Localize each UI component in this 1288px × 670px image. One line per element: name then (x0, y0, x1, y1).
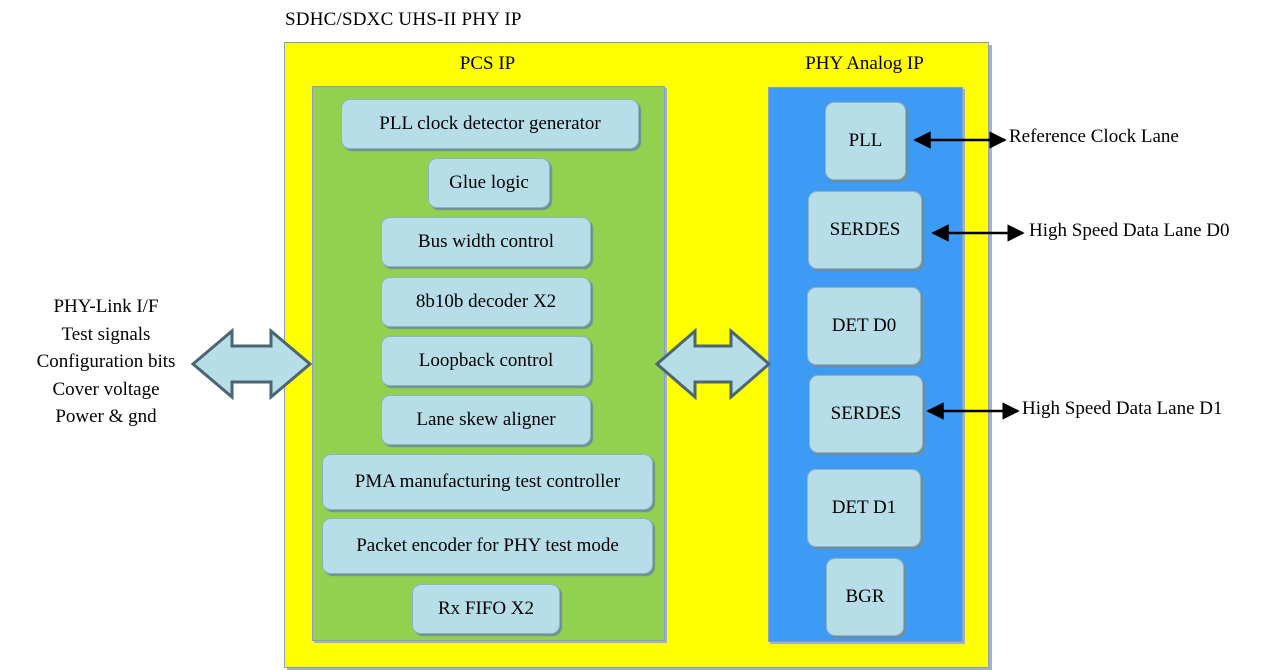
pcs-analog-double-arrow (654, 327, 772, 401)
ref-clock-lane-label: Reference Clock Lane (1009, 126, 1179, 147)
left-label-cover-voltage: Cover voltage (52, 378, 160, 400)
pcs-block-8b10b-decoder: 8b10b decoder X2 (381, 277, 591, 327)
analog-block-serdes-d0: SERDES (808, 191, 922, 269)
data-lane-d1-label: High Speed Data Lane D1 (1022, 398, 1223, 419)
pcs-block-bus-width-control: Bus width control (381, 217, 591, 267)
analog-block-det-d1: DET D1 (807, 469, 921, 547)
left-label-phy-link: PHY-Link I/F (53, 296, 159, 317)
analog-block-serdes-d1: SERDES (809, 375, 923, 453)
analog-heading: PHY Analog IP (805, 53, 924, 74)
analog-block-pll: PLL (825, 102, 906, 180)
diagram-title: SDHC/SDXC UHS-II PHY IP (285, 9, 522, 30)
left-interface-double-arrow (190, 327, 313, 401)
analog-block-bgr: BGR (826, 558, 904, 636)
pcs-block-loopback-control: Loopback control (381, 336, 591, 386)
analog-block-det-d0: DET D0 (807, 287, 921, 365)
left-label-config-bits: Configuration bits (36, 351, 176, 372)
pcs-block-packet-encoder: Packet encoder for PHY test mode (322, 518, 653, 574)
pcs-block-rx-fifo: Rx FIFO X2 (412, 584, 560, 634)
left-label-test-signals: Test signals (61, 323, 151, 345)
pcs-block-lane-skew-aligner: Lane skew aligner (381, 395, 591, 445)
pcs-heading: PCS IP (459, 53, 516, 74)
pcs-block-pll-clock-detector: PLL clock detector generator (341, 99, 639, 149)
left-label-power-gnd: Power & gnd (55, 406, 157, 427)
data-lane-d0-label: High Speed Data Lane D0 (1029, 220, 1230, 241)
pcs-block-glue-logic: Glue logic (428, 158, 550, 208)
left-interface-labels: PHY-Link I/F Test signals Configuration … (18, 293, 194, 431)
pcs-block-pma-test-controller: PMA manufacturing test controller (322, 454, 653, 510)
